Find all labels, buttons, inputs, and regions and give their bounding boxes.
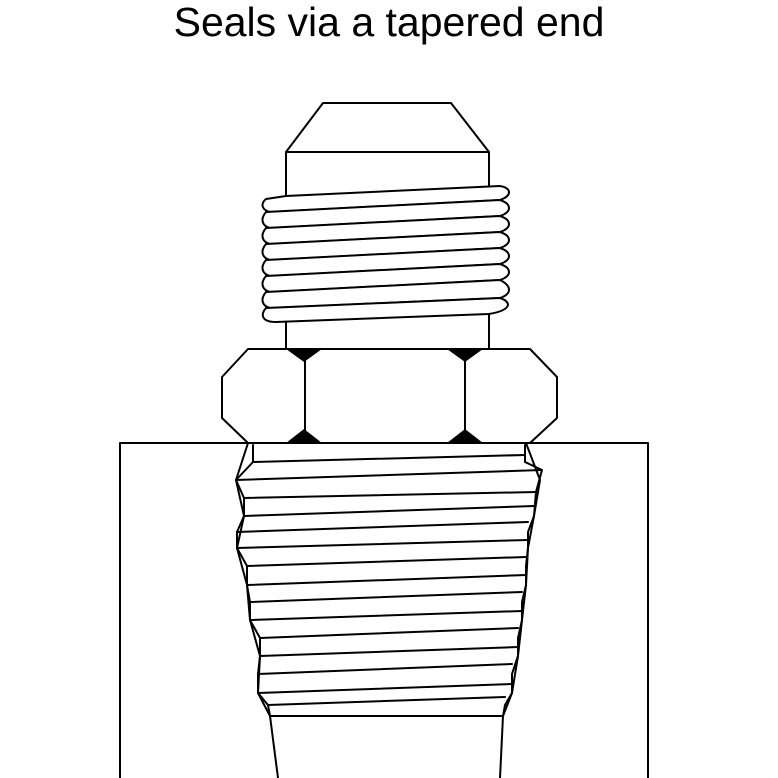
tapered-pipe-thread: [235, 444, 543, 717]
tapered-thread-left-flank: [235, 444, 271, 717]
diagram-title: Seals via a tapered end: [173, 0, 605, 45]
upper-thread-coils: [261, 185, 510, 323]
hex-nut-chamfer-mark-top-right: [447, 349, 483, 362]
tapered-thread-crests: [235, 454, 543, 717]
hex-nut-chamfer-mark-top-left: [286, 349, 322, 362]
hex-nut-outline: [221, 348, 558, 444]
tapered-thread-right-flank: [502, 444, 543, 717]
port-body-left-wall: [119, 442, 279, 778]
hex-nut: [221, 348, 558, 444]
flare-cone-tip: [285, 102, 490, 153]
hex-nut-chamfer-mark-bottom-right: [447, 429, 483, 443]
port-body: [119, 442, 649, 778]
hex-nut-chamfer-mark-bottom-left: [286, 429, 322, 443]
upper-flare-stem: [261, 102, 510, 350]
